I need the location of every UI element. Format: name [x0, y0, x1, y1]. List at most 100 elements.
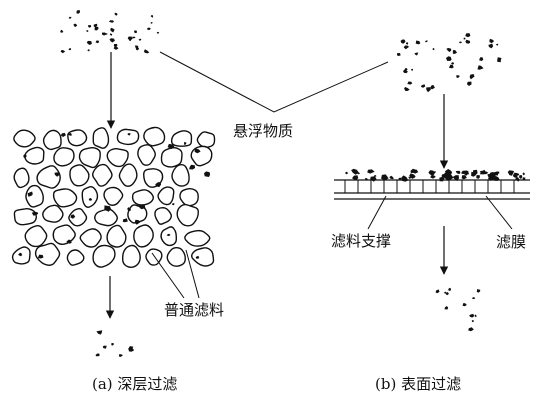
particle [27, 191, 33, 197]
filter-grain [24, 146, 45, 165]
leader-line-filter-material-1 [151, 252, 185, 299]
filter-grain [133, 224, 154, 248]
filter-grain [179, 187, 199, 207]
particle [18, 252, 23, 257]
particle [122, 218, 128, 223]
particle [54, 172, 60, 177]
particle [462, 303, 467, 307]
leader-line-support [367, 195, 387, 230]
particle [96, 330, 103, 335]
particle [23, 154, 27, 158]
caption-depth-filtration: (a) 深层过滤 [92, 375, 178, 393]
particle [400, 39, 406, 44]
particle [127, 133, 131, 136]
particle [114, 12, 118, 16]
cake-particle [522, 172, 525, 176]
particle [404, 87, 410, 91]
particle [109, 38, 115, 43]
filter-grain [127, 204, 148, 224]
filter-grain [79, 228, 102, 248]
filter-bed-grains [11, 126, 216, 269]
filter-grain [67, 129, 88, 147]
particle [150, 15, 154, 18]
label-suspended-matter: 悬浮物质 [233, 122, 294, 140]
particle [456, 75, 460, 78]
particle [446, 56, 452, 61]
filter-grain [191, 247, 215, 267]
particle [31, 211, 39, 216]
filter-grain [170, 130, 193, 147]
particle [497, 57, 502, 63]
particle [452, 49, 457, 54]
particle [195, 256, 200, 259]
particle [172, 203, 175, 206]
particle [183, 141, 187, 145]
particle [397, 53, 401, 56]
particle [68, 133, 72, 136]
particle [138, 38, 142, 41]
particle [118, 354, 123, 357]
filter-grain [176, 203, 200, 227]
particle [451, 62, 455, 65]
suspended-particles-left-top [60, 10, 160, 54]
particle [101, 32, 107, 36]
filter-grain [106, 224, 127, 248]
filter-grain [92, 127, 110, 149]
particle [411, 68, 414, 71]
filter-grain [143, 126, 166, 147]
particle [167, 143, 175, 149]
filter-grain [25, 184, 44, 208]
cake-particle [455, 170, 461, 175]
particle [448, 287, 451, 291]
particle [132, 36, 136, 39]
particle [66, 239, 72, 244]
particle [94, 26, 99, 31]
label-filter-support: 滤料支撑 [331, 232, 392, 250]
particle [469, 74, 475, 80]
particle [127, 36, 133, 41]
cake-particle [432, 171, 436, 174]
particle [465, 33, 471, 38]
filter-grain [24, 224, 48, 248]
particle [70, 214, 76, 219]
particle [37, 254, 44, 259]
filter-grain [157, 186, 175, 206]
filter-grain [116, 128, 140, 146]
particle [459, 41, 462, 44]
particle [466, 81, 472, 86]
cake-particle [441, 173, 447, 179]
filter-grain [78, 147, 101, 169]
particle [472, 297, 476, 300]
cake-particle [430, 175, 436, 179]
cake-particle [410, 168, 417, 173]
particle [73, 23, 78, 28]
particle [426, 87, 431, 93]
cake-particle [495, 173, 499, 176]
particle [139, 204, 146, 210]
particle [166, 233, 171, 237]
cake-particle [367, 169, 375, 174]
filter-grain [34, 242, 61, 266]
particle [60, 132, 66, 137]
particle [111, 343, 114, 346]
particle [68, 48, 72, 51]
particle [68, 16, 72, 19]
particle [189, 164, 196, 170]
filtered-particles-right-bottom [435, 287, 481, 332]
particle [421, 84, 426, 88]
filter-grain [171, 164, 190, 187]
cake-particle [364, 178, 368, 180]
particle [88, 198, 93, 201]
particle [134, 30, 137, 34]
particle [194, 148, 201, 154]
label-ordinary-filter-material: 普通滤料 [164, 301, 225, 319]
filter-grain [13, 167, 30, 189]
particle [471, 320, 474, 323]
particle [108, 20, 114, 23]
particle [150, 22, 153, 24]
filter-grain [137, 144, 156, 166]
particle [95, 353, 100, 357]
filter-grain [13, 129, 36, 148]
